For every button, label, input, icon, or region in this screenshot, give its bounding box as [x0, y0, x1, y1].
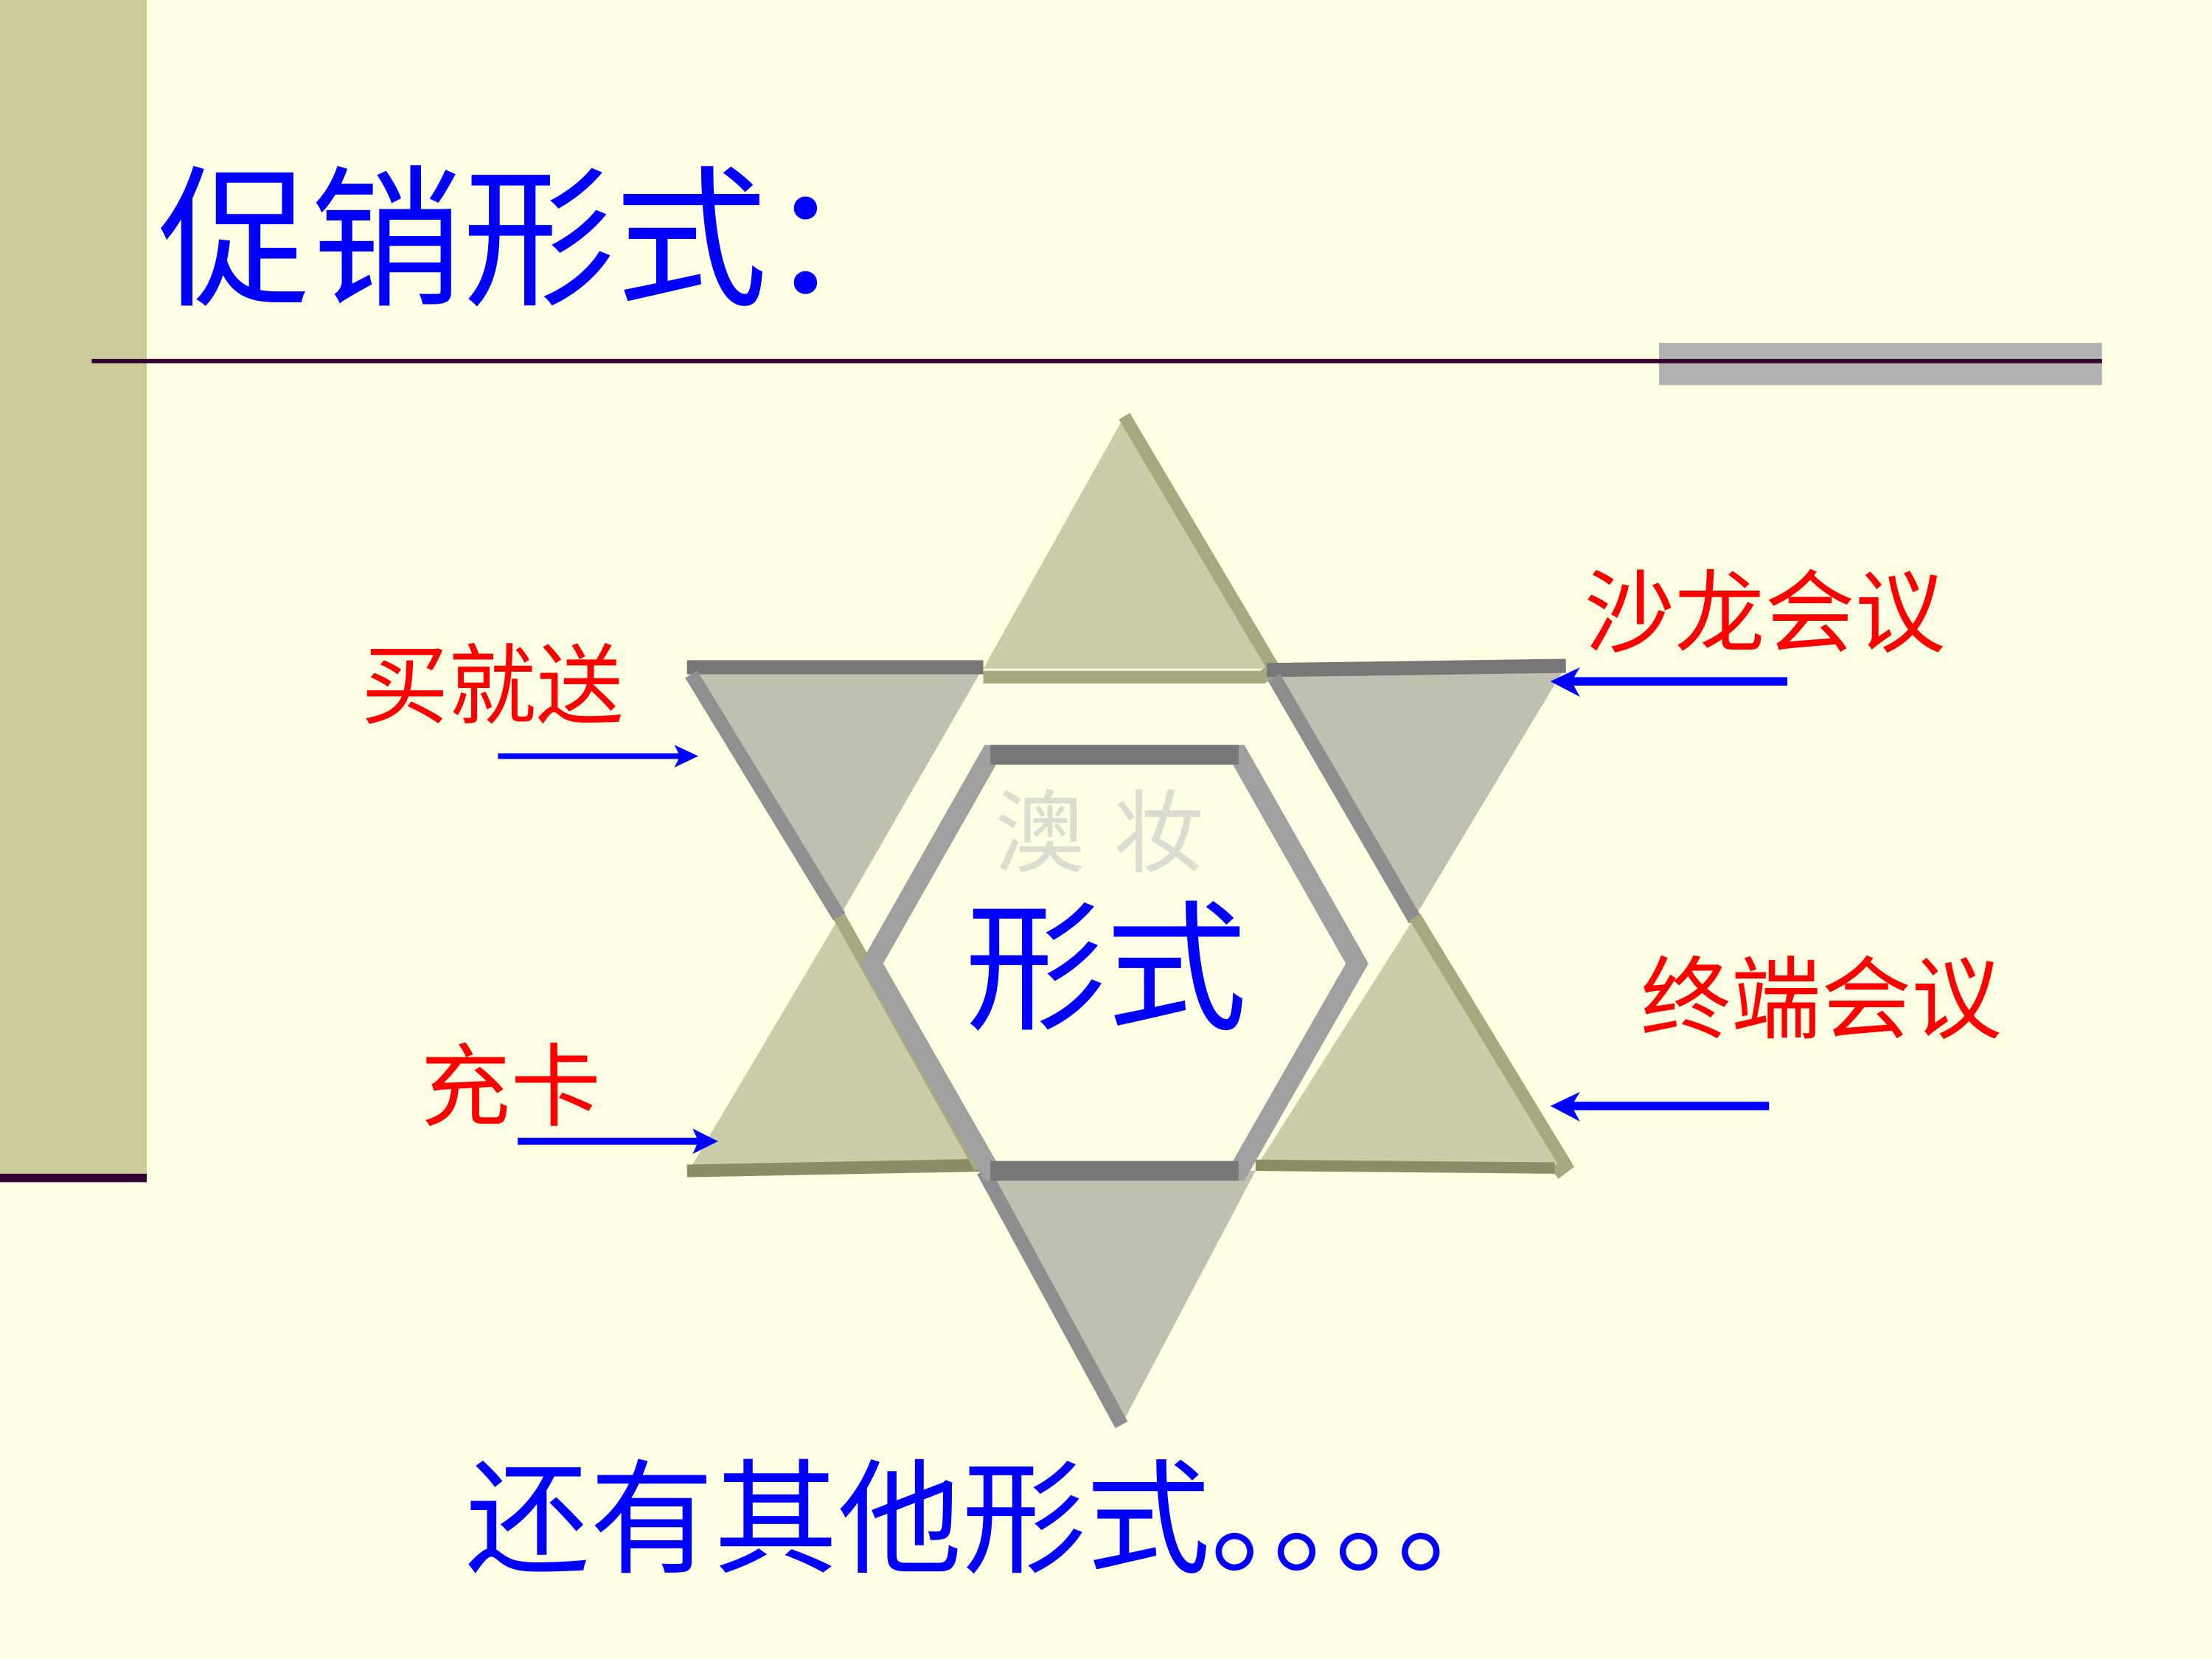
arrow-salon-meeting [1550, 667, 1788, 698]
label-salon-meeting: 沙龙会议 [1585, 560, 1946, 666]
triangle-lower-left [686, 917, 981, 1174]
arrow-terminal-meeting [1550, 1091, 1770, 1122]
triangle-top [983, 416, 1267, 669]
triangle-lower-right-side [1409, 914, 1575, 1179]
triangle-upper-right [1267, 666, 1566, 917]
triangle-lower-right [1255, 917, 1563, 1169]
triangle-upper-left-side [685, 670, 846, 921]
star-diagram [685, 413, 1575, 1428]
side-bar-underline [0, 1173, 147, 1183]
triangle-upper-right-edge [1266, 658, 1566, 678]
triangle-upper-right-side [1267, 673, 1422, 924]
slide-title: 促销形式： [158, 152, 919, 330]
arrow-top-up-card [518, 1128, 718, 1155]
label-top-up-card: 充卡 [420, 1034, 601, 1140]
center-label: 形式 [965, 888, 1248, 1052]
arrow-buy-and-gift [498, 745, 699, 768]
footer-text: 还有其他形式。。。。 [465, 1448, 1520, 1593]
watermark: 澳 妆 [995, 781, 1204, 886]
title-accent-bar [1659, 342, 2102, 386]
triangle-lower-left-edge [686, 1158, 981, 1178]
label-terminal-meeting: 终端会议 [1641, 947, 2002, 1053]
triangle-upper-left [686, 667, 984, 917]
side-bar [0, 0, 147, 1175]
label-buy-and-gift: 买就送 [361, 636, 624, 737]
triangle-lower-right-edge [1255, 1159, 1555, 1174]
triangle-bottom-side [977, 1167, 1128, 1428]
triangle-bottom [983, 1171, 1256, 1425]
